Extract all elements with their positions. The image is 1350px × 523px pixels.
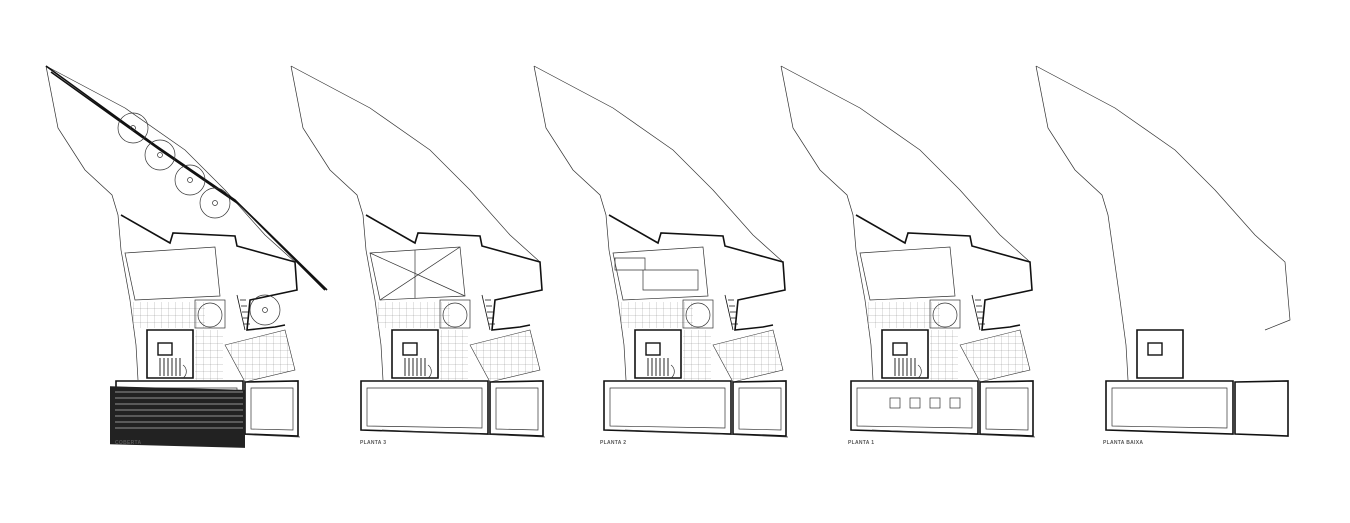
plan-label: PLANTA 2 bbox=[600, 440, 627, 446]
roof-hatch bbox=[110, 386, 245, 448]
tree-icons bbox=[117, 112, 281, 326]
plan-coberta bbox=[45, 65, 328, 448]
plan-label: PLANTA 3 bbox=[360, 440, 387, 446]
plan-planta-2 bbox=[533, 65, 789, 438]
plan-label: COBERTA bbox=[115, 440, 142, 446]
plan-planta-3 bbox=[290, 65, 546, 438]
plan-label: PLANTA BAIXA bbox=[1103, 440, 1144, 446]
plan-label: PLANTA 1 bbox=[848, 440, 875, 446]
plan-planta-1 bbox=[780, 65, 1036, 438]
plan-planta-baixa bbox=[1035, 65, 1291, 437]
